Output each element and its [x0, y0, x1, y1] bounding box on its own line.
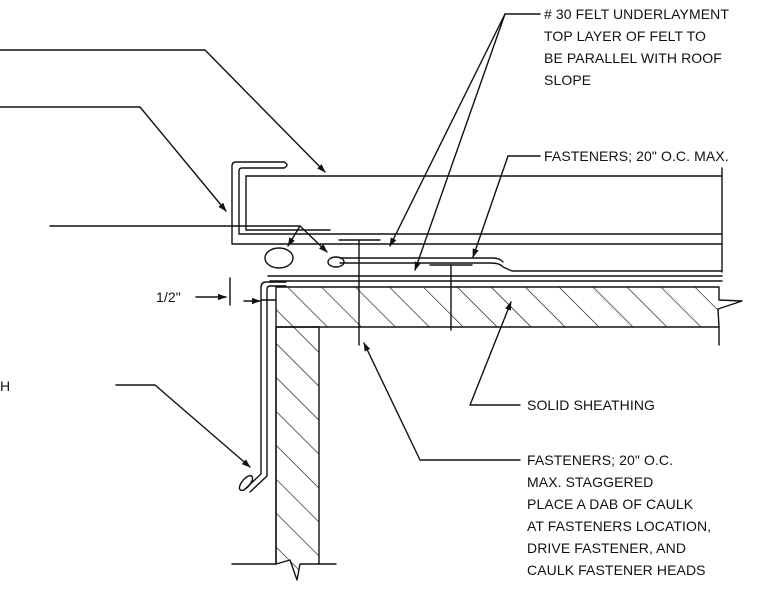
fasteners: [339, 240, 472, 345]
fasteners-top-note: FASTENERS; 20" O.C. MAX.: [544, 148, 729, 164]
solid-sheathing-note: SOLID SHEATHING: [527, 397, 656, 413]
half-inch-dimension: [196, 278, 261, 305]
fascia-board: [276, 327, 319, 580]
fasteners-note-line-4: AT FASTENERS LOCATION,: [527, 518, 712, 534]
leader-lines: [0, 14, 540, 467]
gravel-stop-cap: [232, 162, 722, 272]
solid-sheathing-deck: [276, 287, 742, 345]
felt-note-line-2: TOP LAYER OF FELT TO: [544, 28, 707, 44]
felt-underlayment: [268, 258, 722, 281]
fasteners-note-line-5: DRIVE FASTENER, AND: [527, 540, 687, 556]
cut-off-label-h: H: [0, 378, 11, 394]
fasteners-note-line-2: MAX. STAGGERED: [527, 474, 654, 490]
fasteners-note-line-1: FASTENERS; 20" O.C.: [527, 452, 674, 468]
felt-underlayment-note: # 30 FELT UNDERLAYMENT TOP LAYER OF FELT…: [544, 3, 729, 91]
fasteners-bottom-note: FASTENERS; 20" O.C. MAX. STAGGERED PLACE…: [527, 449, 711, 581]
felt-note-line-3: BE PARALLEL WITH ROOF: [544, 50, 722, 66]
half-inch-label: 1/2": [156, 289, 181, 305]
felt-note-line-1: # 30 FELT UNDERLAYMENT: [544, 6, 730, 22]
fasteners-note-line-6: CAULK FASTENER HEADS: [527, 562, 706, 578]
caulk-beads: [265, 248, 344, 268]
felt-note-line-4: SLOPE: [544, 72, 592, 88]
metal-drip-edge: [237, 282, 286, 492]
fasteners-note-line-3: PLACE A DAB OF CAULK: [527, 496, 694, 512]
